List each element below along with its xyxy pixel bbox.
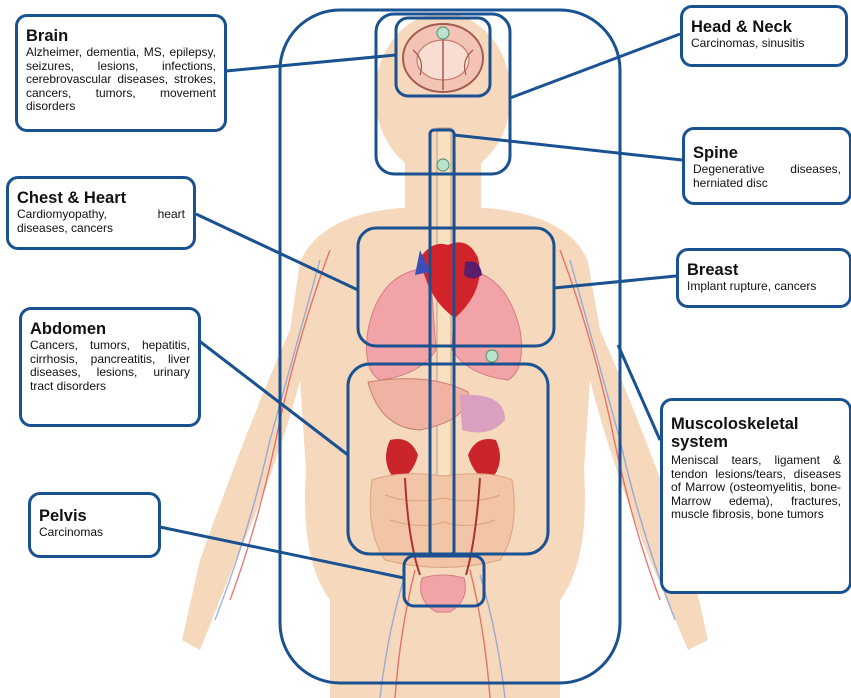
spine-description: Degenerative diseases, herniated disc [693, 163, 841, 190]
musculoskeletal-description: Meniscal tears, ligament & tendon lesion… [671, 454, 841, 522]
spine-callout: Spine Degenerative diseases, herniated d… [682, 127, 851, 205]
chest-heart-description: Cardiomyopathy, heart diseases, cancers [17, 208, 185, 235]
head-neck-description: Carcinomas, sinusitis [691, 37, 837, 51]
musculoskeletal-callout: Muscoloskeletal system Meniscal tears, l… [660, 398, 851, 594]
brain-title: Brain [26, 27, 216, 45]
spine-title: Spine [693, 144, 841, 162]
brain-callout: Brain Alzheimer, dementia, MS, epilepsy,… [15, 14, 227, 132]
pelvis-callout: Pelvis Carcinomas [28, 492, 161, 558]
abdomen-title: Abdomen [30, 320, 190, 338]
brain-description: Alzheimer, dementia, MS, epilepsy, seizu… [26, 46, 216, 114]
breast-description: Implant rupture, cancers [687, 280, 841, 294]
breast-title: Breast [687, 261, 841, 279]
abdomen-callout: Abdomen Cancers, tumors, hepatitis, cirr… [19, 307, 201, 427]
abdomen-description: Cancers, tumors, hepatitis, cirrhosis, p… [30, 339, 190, 393]
pelvis-title: Pelvis [39, 507, 150, 525]
breast-callout: Breast Implant rupture, cancers [676, 248, 851, 308]
musculoskeletal-title: Muscoloskeletal system [671, 415, 841, 451]
chest-heart-title: Chest & Heart [17, 189, 185, 207]
head-neck-title: Head & Neck [691, 18, 837, 36]
head-neck-callout: Head & Neck Carcinomas, sinusitis [680, 5, 848, 67]
abdominal-organs [368, 379, 514, 575]
chest-heart-callout: Chest & Heart Cardiomyopathy, heart dise… [6, 176, 196, 250]
pelvis-description: Carcinomas [39, 526, 150, 540]
